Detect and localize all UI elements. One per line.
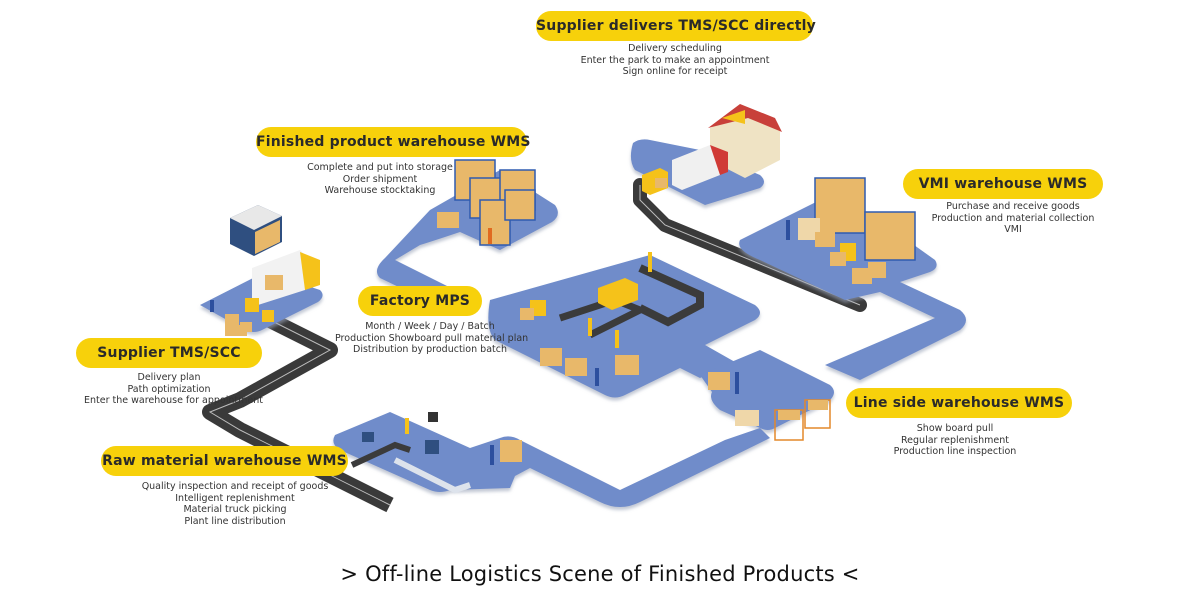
desc-line-side: Show board pull Regular replenishment Pr… [890, 423, 1020, 458]
figure-caption: > Off-line Logistics Scene of Finished P… [340, 562, 860, 586]
desc-line: Delivery scheduling [628, 43, 722, 54]
supplier-direct-scene [642, 104, 782, 195]
desc-line: Order shipment [342, 173, 418, 185]
pill-finished-product: Finished product warehouse WMS [256, 127, 531, 157]
road-network [202, 178, 867, 513]
pill-supplier-tms: Supplier TMS/SCC [76, 338, 262, 368]
desc-line: Purchase and receive goods [946, 201, 1080, 212]
desc-supplier-tms: Delivery plan Path optimization Enter th… [84, 372, 263, 407]
desc-line: Warehouse stocktaking [324, 185, 436, 196]
desc-line: Sign online for receipt [622, 66, 728, 77]
desc-line: Delivery plan [137, 372, 201, 383]
desc-line: Enter the park to make an appointment [580, 54, 770, 66]
pill-factory-mps: Factory MPS [358, 286, 482, 316]
desc-line: Quality inspection and receipt of goods [141, 481, 329, 492]
desc-factory-mps: Month / Week / Day / Batch Production Sh… [335, 321, 529, 356]
finished-warehouse-racks [437, 159, 536, 246]
pill-vmi: VMI warehouse WMS [903, 169, 1103, 199]
desc-line: Month / Week / Day / Batch [365, 321, 495, 332]
desc-line: VMI [1004, 224, 1022, 235]
desc-line: Distribution by production batch [353, 344, 507, 355]
pill-line-side: Line side warehouse WMS [846, 388, 1072, 418]
desc-line: Intelligent replenishment [175, 492, 295, 504]
desc-line: Complete and put into storage [307, 162, 453, 173]
raw-material-scene [350, 412, 522, 494]
pill-supplier-direct: Supplier delivers TMS/SCC directly [536, 11, 816, 41]
desc-finished-product: Complete and put into storage Order ship… [300, 162, 460, 197]
desc-line: Production Showboard pull material plan [335, 332, 529, 344]
desc-raw-material: Quality inspection and receipt of goods … [140, 481, 330, 527]
desc-line: Path optimization [127, 383, 211, 395]
factory-production-line [520, 252, 704, 386]
desc-line: Production and material collection [931, 212, 1095, 224]
desc-line: Production line inspection [893, 446, 1017, 457]
supplier-tms-scene [210, 205, 320, 336]
desc-line: Enter the warehouse for appointment [84, 395, 263, 406]
desc-line: Regular replenishment [901, 434, 1009, 446]
line-side-scene [708, 372, 831, 441]
desc-vmi: Purchase and receive goods Production an… [928, 201, 1098, 236]
desc-line: Show board pull [916, 423, 994, 434]
desc-supplier-direct: Delivery scheduling Enter the park to ma… [560, 43, 790, 78]
desc-line: Material truck picking [183, 504, 287, 515]
pill-raw-material: Raw material warehouse WMS [101, 446, 348, 476]
desc-line: Plant line distribution [184, 515, 286, 527]
vmi-warehouse-racks [786, 177, 916, 284]
